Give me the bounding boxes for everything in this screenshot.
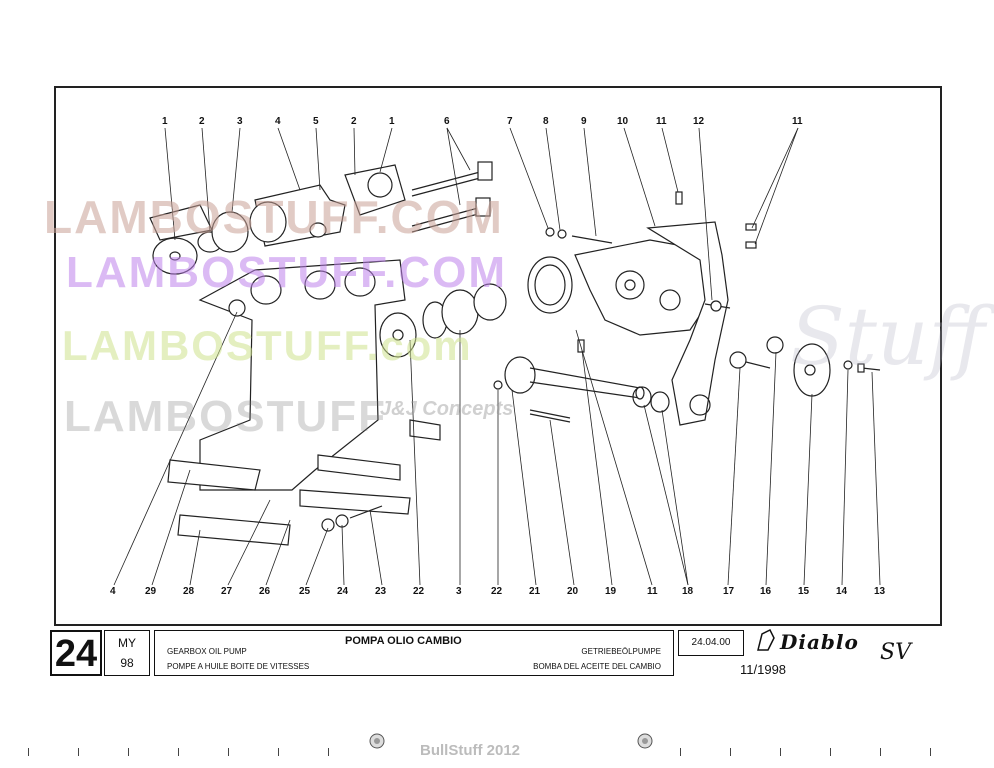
bull-emblem-icon bbox=[757, 628, 775, 651]
margin-tick bbox=[730, 748, 731, 756]
title-block: 24 MY 98 POMPA OLIO CAMBIO GEARBOX OIL P… bbox=[50, 626, 942, 684]
support-bracket-main bbox=[167, 259, 441, 546]
callout-label: 16 bbox=[760, 586, 772, 597]
callout-label: 29 bbox=[145, 586, 157, 597]
callout-label: 21 bbox=[529, 586, 541, 597]
callout-label: 18 bbox=[682, 586, 694, 597]
rubber-bushing-left bbox=[152, 172, 393, 275]
description-box: POMPA OLIO CAMBIO GEARBOX OIL PUMP POMPE… bbox=[154, 630, 674, 676]
watermark-lambostuff: LAMBOSTUFF.com bbox=[62, 322, 473, 369]
callout-label: 20 bbox=[567, 586, 579, 597]
bolt-icon bbox=[369, 733, 385, 749]
drawing-frame bbox=[54, 86, 942, 626]
callout-label: 3 bbox=[237, 116, 243, 127]
callout-label: 11 bbox=[656, 116, 667, 127]
title-french: POMPE A HUILE BOITE DE VITESSES bbox=[167, 662, 310, 671]
small-pins bbox=[321, 191, 757, 532]
callout-label: 11 bbox=[647, 586, 658, 597]
watermark-jj-concepts: J&J Concepts bbox=[380, 398, 514, 420]
callout-label: 6 bbox=[444, 116, 450, 127]
margin-tick bbox=[228, 748, 229, 756]
margin-tick bbox=[328, 748, 329, 756]
margin-tick bbox=[78, 748, 79, 756]
callout-label: 24 bbox=[337, 586, 349, 597]
callout-label: 19 bbox=[605, 586, 617, 597]
pump-shaft bbox=[504, 356, 645, 423]
model-year-label: MY bbox=[118, 636, 136, 650]
bolt-icon bbox=[637, 733, 653, 749]
callout-label: 12 bbox=[693, 116, 705, 127]
callout-numbers: 1 2 3 4 5 2 1 6 7 8 9 10 11 12 11 4 29 2… bbox=[110, 116, 886, 597]
o-rings bbox=[632, 386, 670, 413]
watermark-lambostuff: LAMBOSTUFF.COM bbox=[44, 191, 504, 243]
margin-tick bbox=[780, 748, 781, 756]
leader-lines bbox=[113, 127, 881, 586]
callout-label: 11 bbox=[792, 116, 803, 127]
callout-label: 23 bbox=[375, 586, 387, 597]
callout-label: 3 bbox=[456, 586, 462, 597]
margin-tick bbox=[178, 748, 179, 756]
title-spanish: BOMBA DEL ACEITE DEL CAMBIO bbox=[533, 662, 661, 671]
callout-label: 9 bbox=[581, 116, 587, 127]
callout-label: 15 bbox=[798, 586, 810, 597]
margin-tick bbox=[880, 748, 881, 756]
callout-label: 22 bbox=[491, 586, 503, 597]
pump-body bbox=[527, 221, 731, 426]
model-year-box: MY 98 bbox=[104, 630, 150, 676]
pump-gears bbox=[729, 336, 881, 397]
title-italian: POMPA OLIO CAMBIO bbox=[345, 635, 462, 647]
margin-tick bbox=[830, 748, 831, 756]
page-number: 24 bbox=[50, 630, 102, 676]
footer: BullStuff 2012 bbox=[0, 730, 994, 768]
callout-label: 17 bbox=[723, 586, 735, 597]
callout-label: 1 bbox=[389, 116, 395, 127]
callout-label: 13 bbox=[874, 586, 886, 597]
callout-label: 2 bbox=[351, 116, 357, 127]
callout-label: 4 bbox=[110, 586, 116, 597]
callout-label: 1 bbox=[162, 116, 168, 127]
title-german: GETRIEBEÖLPUMPE bbox=[581, 647, 661, 656]
title-english: GEARBOX OIL PUMP bbox=[167, 647, 247, 656]
callout-label: 7 bbox=[507, 116, 513, 127]
watermark-lambostuff: LAMBOSTUFF bbox=[64, 392, 388, 441]
watermark-stuff: Stuff bbox=[790, 290, 986, 383]
callout-label: 26 bbox=[259, 586, 271, 597]
margin-tick bbox=[680, 748, 681, 756]
margin-tick bbox=[28, 748, 29, 756]
callout-label: 4 bbox=[275, 116, 281, 127]
model-year-value: 98 bbox=[120, 656, 134, 670]
margin-tick bbox=[930, 748, 931, 756]
callout-label: 5 bbox=[313, 116, 319, 127]
margin-tick bbox=[278, 748, 279, 756]
callout-label: 22 bbox=[413, 586, 425, 597]
revision-date: 24.04.00 bbox=[678, 630, 744, 656]
callout-label: 8 bbox=[543, 116, 549, 127]
callout-label: 28 bbox=[183, 586, 195, 597]
watermark-lambostuff: LAMBOSTUFF.COM bbox=[66, 248, 508, 297]
logo-wordmark: Diablo bbox=[780, 630, 859, 654]
mounting-bolts-long bbox=[411, 161, 493, 233]
diablo-sv-logo: Diablo SV bbox=[752, 626, 942, 670]
footer-brand: BullStuff 2012 bbox=[420, 742, 521, 759]
margin-tick bbox=[128, 748, 129, 756]
rubber-mount-center bbox=[379, 283, 507, 358]
logo-suffix: SV bbox=[880, 640, 911, 665]
callout-label: 27 bbox=[221, 586, 233, 597]
callout-label: 10 bbox=[617, 116, 629, 127]
issue-date: 11/1998 bbox=[740, 662, 787, 677]
callout-label: 25 bbox=[299, 586, 311, 597]
callout-label: 14 bbox=[836, 586, 848, 597]
callout-label: 2 bbox=[199, 116, 205, 127]
